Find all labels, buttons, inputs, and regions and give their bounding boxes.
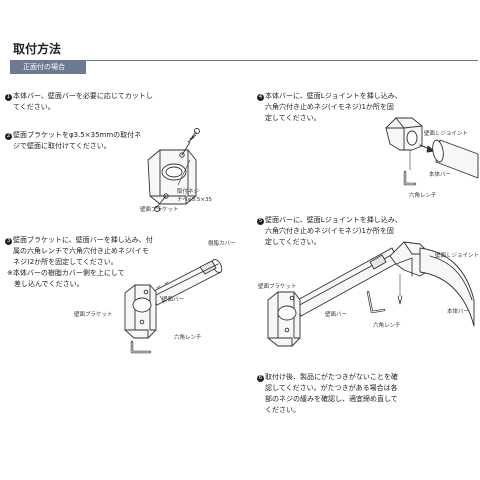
label-step2-screw-spec: ナベφ3.5×35: [177, 197, 212, 203]
label-step3-bracket: 壁面ブラケット: [74, 312, 113, 318]
step-text: 六角穴付き止めネジ(イモネジ)1か所を固: [265, 227, 394, 235]
label-step5-wrench: 六角レンチ: [373, 323, 401, 329]
step-number: 5: [257, 218, 264, 225]
step4-arrow-head: [426, 145, 435, 153]
step-text: 部のネジの緩みを確認し、適宜締め直して: [265, 395, 398, 403]
step-text: 壁面ブラケットをφ3.5×35mmの取付ネ: [13, 131, 142, 139]
step3-wall-bar: [149, 259, 223, 306]
step-text: 認してください。がたつきがある場合は各: [265, 384, 398, 392]
label-step5-bracket: 壁面ブラケット: [258, 284, 297, 290]
step5-hex-wrench: [366, 290, 386, 314]
step-number: 4: [257, 94, 264, 101]
step-text: 属の六角レンチで六角穴付き止めネジ(イモ: [13, 247, 149, 255]
step5-wall-bar: [293, 247, 400, 317]
title-divider: [10, 60, 478, 61]
step-text: 壁面バーに、壁面Lジョイントを挿し込み、: [265, 216, 402, 224]
step-text: 定してください。: [265, 238, 321, 246]
step3-wall-bracket: [124, 284, 157, 339]
label-step5-joint: 壁面Ｌジョイント: [435, 253, 480, 259]
step-number: 1: [5, 94, 12, 101]
step-note: ※本体バーの樹脂カバー側を上にして: [7, 269, 125, 277]
step-text: ネジ)2か所を固定してください。: [13, 258, 118, 266]
label-step4-bar: 本体バー: [429, 172, 452, 178]
step2-leader: [177, 159, 191, 186]
step-text: 本体バー、壁面バーを必要に応じてカットし: [13, 92, 153, 100]
step-text: 取付け後、製品にがたつきがないことを確: [265, 373, 398, 381]
label-step3-cover: 樹脂カバー: [208, 241, 236, 247]
step-text: ください。: [265, 406, 300, 414]
page-title: 取付方法: [13, 42, 62, 56]
step-text: てください。: [13, 103, 55, 111]
step-number: 2: [5, 133, 12, 140]
label-step4-joint: 壁面Ｌジョイント: [424, 131, 469, 137]
step-text: 六角穴付き止めネジ(イモネジ)1か所を固: [265, 103, 394, 111]
label-step5-wall-bar: 壁面バー: [325, 312, 348, 318]
section-subtitle: 正面付の場合: [10, 61, 86, 74]
step-text: 定してください。: [265, 114, 321, 122]
step5-main-bar: [419, 247, 475, 327]
step-number: 3: [5, 238, 12, 245]
step4-hex-wrench: [403, 170, 417, 186]
step4-main-bar: [432, 139, 479, 179]
step-number: 6: [257, 375, 264, 382]
step2-wall-bracket: [147, 149, 197, 205]
step2-screws: [154, 128, 200, 212]
step3-hex-wrench: [130, 340, 152, 354]
label-step3-wrench: 六角レンチ: [174, 335, 202, 341]
step-text: 壁面ブラケットに、壁面バーを挿し込み、付: [13, 236, 153, 244]
step4-l-joint: [385, 117, 423, 151]
label-step5-main-bar: 本体バー: [447, 309, 470, 315]
label-step4-wrench: 六角レンチ: [409, 193, 437, 199]
label-step2-bracket: 壁面ブラケット: [140, 207, 179, 213]
label-step3-wall-bar: 壁面バー: [162, 297, 185, 303]
step-text: ジで壁面に取付けてください。: [13, 142, 111, 150]
step-note: 差し込んでください。: [7, 280, 84, 288]
step-text: 本体バーに、壁面Lジョイントを挿し込み、: [265, 92, 402, 100]
step5-wall-bracket: [267, 291, 301, 347]
label-step2-screw: 取付ネジ: [177, 189, 200, 195]
